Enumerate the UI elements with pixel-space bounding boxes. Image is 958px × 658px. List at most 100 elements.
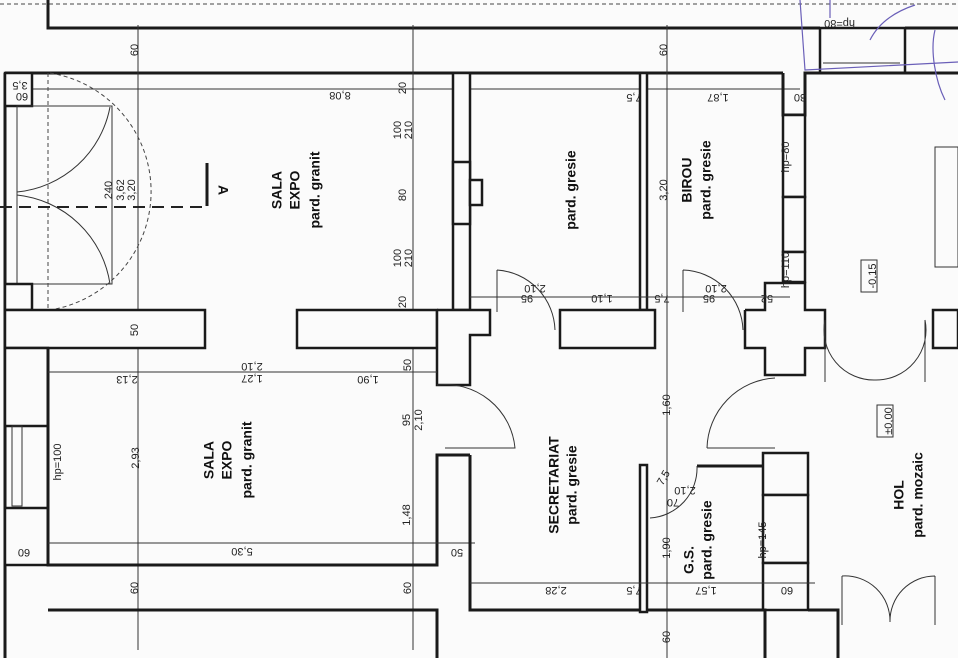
dimension-label: 60 xyxy=(129,582,141,594)
stamp-text: hp=80 xyxy=(824,17,855,29)
dimension-label: 30 xyxy=(794,91,806,103)
dimension-label: 5,30 xyxy=(231,545,252,557)
wall xyxy=(46,0,820,30)
dimension-label: 100 xyxy=(392,121,404,139)
wall xyxy=(558,308,657,350)
dimension-label: 2,10 xyxy=(241,360,262,372)
dimension-label: 210 xyxy=(403,249,415,267)
window xyxy=(11,425,23,507)
dimension-label: 7,5 xyxy=(655,468,673,487)
dimension-label: 210 xyxy=(403,121,415,139)
chimney-flue xyxy=(468,178,484,207)
room-name: SALA xyxy=(201,441,217,479)
dimension-label: 2,13 xyxy=(116,373,137,385)
room-name: BIROU xyxy=(679,157,695,202)
window xyxy=(818,26,907,75)
dimension-label: 2,10 xyxy=(674,484,695,496)
dimension-label: 95 xyxy=(703,292,715,304)
dimension-label: 60 xyxy=(661,631,673,643)
level-label: -0,15 xyxy=(867,263,879,288)
level-box xyxy=(860,259,878,293)
room-floor: pard. mozaic xyxy=(910,452,926,538)
wall xyxy=(808,608,840,658)
dimension-label: 1,48 xyxy=(401,504,413,525)
dimension-label: 2,28 xyxy=(545,584,566,596)
wall xyxy=(468,455,640,612)
room-name: SALA xyxy=(269,171,285,209)
door-swing xyxy=(49,72,152,311)
dimension-label: hp=110 xyxy=(780,252,792,288)
level-label: ±0,00 xyxy=(883,407,895,434)
window xyxy=(761,493,810,565)
dimension-label: 2,10 xyxy=(413,409,425,430)
wall xyxy=(48,608,439,658)
approval-stamp: hp=80 xyxy=(799,0,958,101)
chimney xyxy=(451,160,472,226)
wall-pier xyxy=(3,346,50,428)
level-box xyxy=(876,404,894,438)
dimension-label: 20 xyxy=(397,296,409,308)
dimension-label: 240 xyxy=(103,181,115,199)
dimension-label: 8,08 xyxy=(329,89,350,101)
dimension-label: 1,27 xyxy=(241,372,262,384)
window-bay xyxy=(16,105,113,285)
dimension-label: hp=145 xyxy=(757,521,769,558)
dimension-label: 70 xyxy=(667,496,679,508)
dimension-label: 1,87 xyxy=(707,91,728,103)
double-door xyxy=(823,319,927,382)
dimension-label: 60 xyxy=(16,90,28,102)
room-name: HOL xyxy=(891,480,907,510)
wall xyxy=(46,348,470,567)
dimension-label: 7,5 xyxy=(626,584,641,596)
dimension-label: 2,10 xyxy=(705,282,726,294)
room-name: EXPO xyxy=(287,170,303,209)
room-floor: pard. gresie xyxy=(699,500,715,580)
dimension-label: 3,5 xyxy=(12,79,27,91)
wall xyxy=(3,308,207,350)
door-swing xyxy=(682,269,744,331)
dimension-label: 60 xyxy=(781,584,793,596)
room-floor: pard. gresie xyxy=(698,140,714,220)
dimension-label: 50 xyxy=(402,359,414,371)
dimension-label: 80 xyxy=(397,189,409,201)
section-label: A xyxy=(215,185,231,195)
dimension-label: 60 xyxy=(18,546,30,558)
dimension-label: 1,90 xyxy=(357,373,378,385)
dimension-label: 1,90 xyxy=(661,537,673,558)
dimension-label: 1,10 xyxy=(591,292,612,304)
room-floor: pard. gresie xyxy=(564,445,580,525)
wall-pier xyxy=(761,561,810,612)
dimension-label: 20 xyxy=(397,82,409,94)
wall xyxy=(295,308,439,350)
wall-pier xyxy=(761,451,810,497)
dimension-label: 60 xyxy=(129,44,141,56)
room-floor: pard. granit xyxy=(239,421,255,498)
dimension-label: 3,62 xyxy=(115,179,127,200)
double-door xyxy=(841,575,936,625)
wall-pier xyxy=(781,195,807,254)
dimension-label: 2,10 xyxy=(524,282,545,294)
dimension-label: 3,20 xyxy=(658,179,670,200)
dimension-label: 1,60 xyxy=(661,394,673,415)
dimension-label: 52 xyxy=(761,292,773,304)
wall xyxy=(638,463,649,614)
door-swing xyxy=(496,269,556,331)
dimension-label: 60 xyxy=(658,44,670,56)
wall-pier xyxy=(3,282,34,312)
room-floor: pard. gresie xyxy=(563,150,579,230)
door-swing xyxy=(706,377,776,449)
wall-pier xyxy=(3,506,50,567)
door-swing xyxy=(16,106,111,285)
room-name: G.S. xyxy=(681,546,697,574)
room-name: SECRETARIAT xyxy=(546,436,562,534)
dimension-label: 50 xyxy=(451,546,463,558)
wall xyxy=(647,608,767,658)
dimension-label: 1,57 xyxy=(695,584,716,596)
dimension-label: 3,20 xyxy=(126,179,138,200)
dimension-label: 60 xyxy=(402,582,414,594)
dimension-label: 95 xyxy=(521,292,533,304)
dimension-label: 50 xyxy=(129,324,141,336)
wall xyxy=(638,71,649,312)
dimension-label: hp=100 xyxy=(52,443,64,480)
